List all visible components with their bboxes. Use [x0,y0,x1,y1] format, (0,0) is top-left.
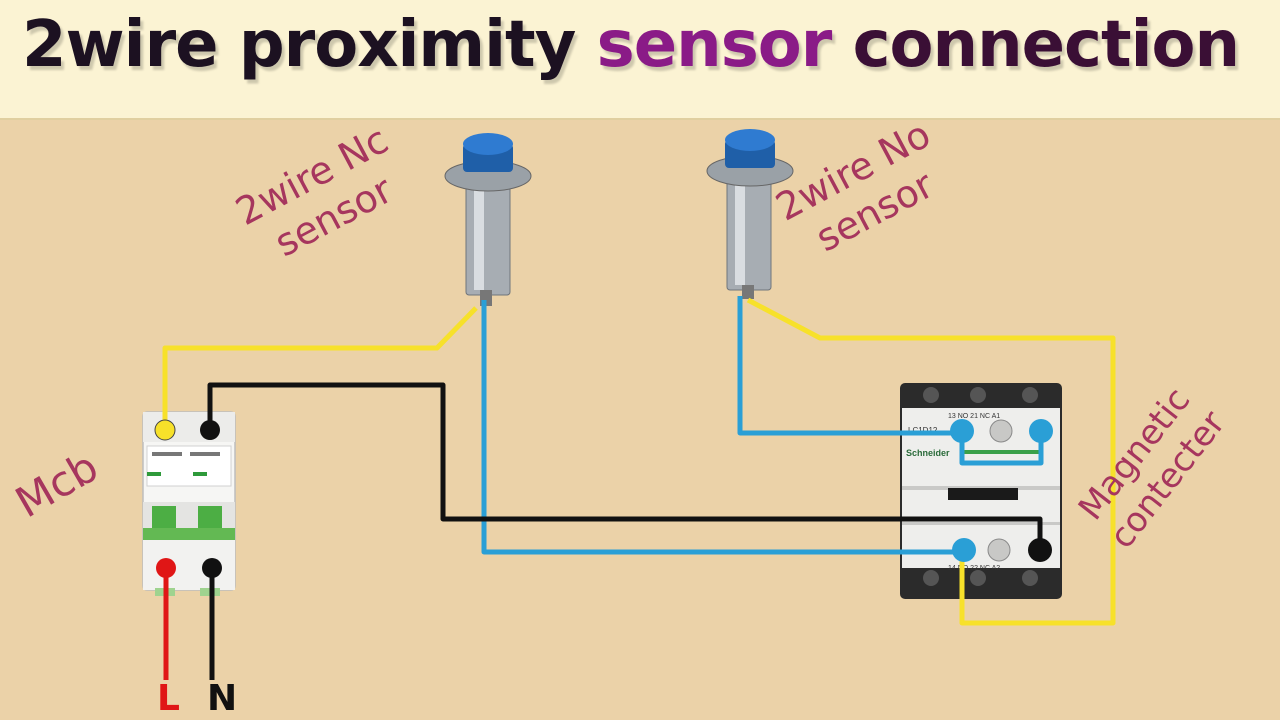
terminal-14 [952,538,976,562]
magnetic-contactor: LC1D12 Schneider 13 NO 21 NC A1 14 NO 22… [900,383,1062,599]
mcb-top-left-terminal [154,419,176,441]
black-wire-neutral-to-a2 [207,382,1043,552]
terminals [154,419,1053,578]
mcb-bottom-right-terminal [202,558,222,578]
yellow-wire-mcb-to-nc-sensor [162,306,478,430]
contactor-bottom-terminals: 14 NO 22 NC A2 [948,565,1000,572]
live-label: L [157,678,180,719]
terminal-a2 [1028,538,1052,562]
mcb-bottom-left-terminal [156,558,176,578]
nc-sensor [444,133,532,306]
mcb-top-right-terminal [200,420,220,440]
contactor-top-terminals: 13 NO 21 NC A1 [948,413,1000,420]
title-part-1: 2wire proximity [22,8,576,82]
yellow-wire-no-sensor-to-14 [746,297,1116,626]
page-title: 2wire proximity sensor connection [22,8,1240,82]
title-part-3: connection [852,8,1240,82]
no-sensor [706,129,794,299]
blue-wire-nc-sensor-to-a2 [481,300,965,555]
wires [162,296,1116,680]
title-bar: 2wire proximity sensor connection [0,0,1280,120]
blue-link-13-to-a1 [959,433,1044,466]
contactor-brand: Schneider [906,448,950,458]
neutral-label: N [207,678,238,719]
blue-wire-no-sensor-to-13 [737,296,962,436]
terminal-a1 [1029,419,1053,443]
terminal-13 [950,419,974,443]
title-part-2: sensor [596,8,833,82]
